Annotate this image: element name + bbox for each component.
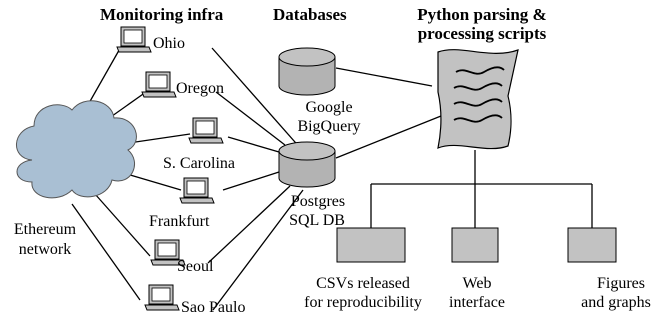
output-label-web-line1: Web [463,275,492,292]
output-label-csvs-line2: for reproducibility [304,294,422,311]
bigquery-label-line1: Google [305,99,352,116]
monitor-label-oregon: Oregon [176,80,224,97]
output-box-csvs [336,227,406,263]
monitor-label-ohio: Ohio [153,35,185,52]
monitor-sao-paulo: Sao Paulo [144,284,245,316]
monitor-label-frankfurt: Frankfurt [149,213,210,230]
output-label-figures-line1: Figures [597,275,645,292]
network-label-line2: network [19,241,71,258]
computer-icon [116,26,152,53]
connector-lines [71,44,593,311]
header-scripts-line2: processing scripts [418,24,547,43]
computer-icon [141,71,177,98]
monitor-frankfurt: Frankfurt [149,177,215,230]
computer-icon [188,117,224,144]
cloud-icon [16,100,137,199]
output-label-web-line2: interface [449,294,505,311]
monitor-label-seoul: Seoul [177,258,214,275]
monitor-label-sao-paulo: Sao Paulo [181,299,245,316]
database-cylinder-icon [278,141,336,188]
computer-icon [144,284,180,311]
bigquery-label-line2: BigQuery [297,118,360,135]
computer-icon [179,177,215,204]
network-label-line1: Ethereum [14,221,77,238]
postgres-label-line2: SQL DB [289,212,345,229]
output-box-web-interface [451,227,499,263]
header-scripts-line1: Python parsing & [417,5,546,24]
output-label-figures-line2: and graphs [581,294,651,311]
postgres-label-line1: Postgres [291,193,345,210]
document-scroll-icon [437,49,519,150]
computer-icon [150,239,186,266]
monitor-ohio: Ohio [116,26,185,53]
database-cylinder-icon [278,47,336,96]
monitor-oregon: Oregon [141,71,224,98]
header-monitoring-infra: Monitoring infra [100,5,224,24]
monitor-label-s-carolina: S. Carolina [163,155,235,172]
output-box-figures [567,227,617,263]
monitor-seoul: Seoul [150,239,214,275]
header-databases: Databases [273,5,347,24]
monitor-s-carolina: S. Carolina [163,117,235,172]
output-label-csvs-line1: CSVs released [316,275,410,292]
